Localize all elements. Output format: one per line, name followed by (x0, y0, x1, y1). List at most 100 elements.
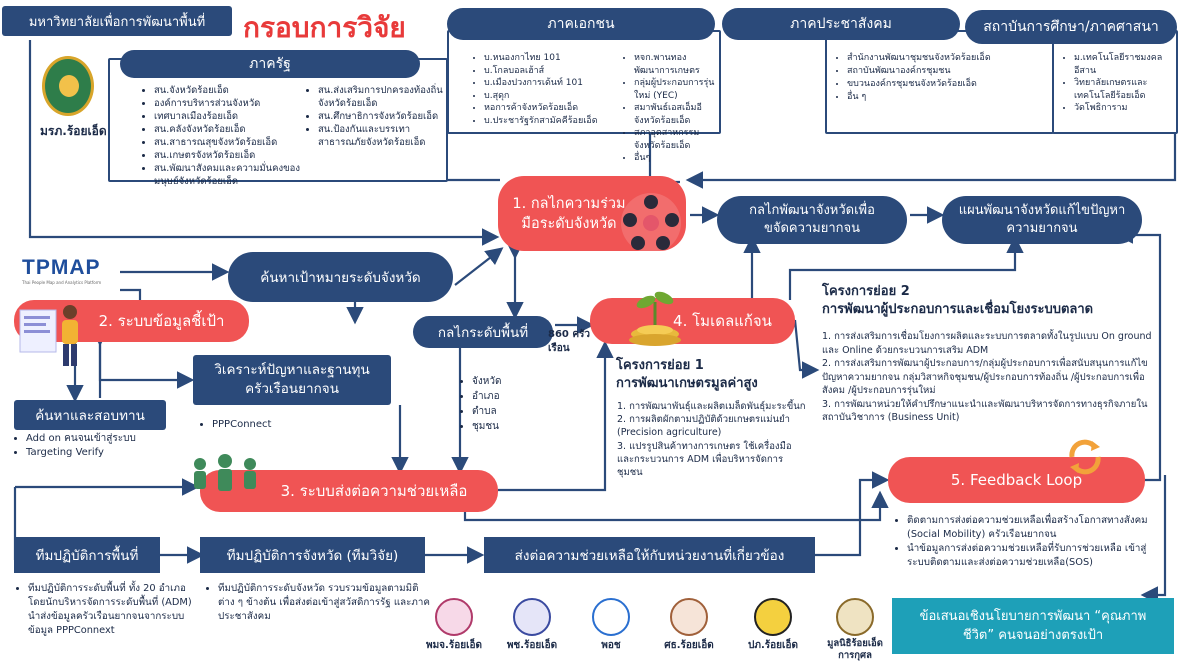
search-verify-label: ค้นหาและสอบทาน (35, 408, 145, 424)
private-item: หอการค้าจังหวัดร้อยเอ็ด (484, 102, 620, 115)
ppp-connect-item: PPPConnect (212, 418, 271, 431)
private-header-label: ภาคเอกชน (547, 16, 615, 32)
handshake-icon (618, 190, 684, 256)
civil-header: ภาคประชาสังคม (722, 8, 960, 40)
university-logo-label: มรภ.ร้อยเอ็ด (40, 124, 107, 138)
seal-icon (435, 598, 473, 636)
private-item: บ.หนองกาไทย 101 (484, 52, 620, 65)
seal-icon (754, 598, 792, 636)
edu-item: ม.เทคโนโลยีราชมงคลอีสาน (1074, 52, 1172, 77)
agency-name: มูลนิธิร้อยเอ็ดการกุศล (827, 638, 883, 661)
edu-header: สถาบันการศึกษา/ภาคศาสนา (965, 10, 1177, 44)
gov-item: สน.ศึกษาธิการจังหวัดร้อยเอ็ด (318, 110, 444, 123)
civil-list: สำนักงานพัฒนาชุมชนจังหวัดร้อยเอ็ด สถาบัน… (833, 52, 1048, 104)
node-1-collaboration: 1. กลไกความร่วมมือระดับจังหวัด (498, 176, 686, 251)
node-area-mechanism: กลไกระดับพื้นที่ (413, 316, 553, 348)
node-policy: ข้อเสนอเชิงนโยบายการพัฒนา “คุณภาพชีวิต” … (892, 598, 1174, 654)
node-analyze: วิเคราะห์ปัญหาและฐานทุนครัวเรือนยากจน (193, 355, 391, 405)
sub1-item: 3. แปรรูปสินค้าทางการเกษตร ใช้เครื่องมือ… (617, 440, 792, 479)
feedback-item: ติดตามการส่งต่อความช่วยเหลือเพื่อสร้างโอ… (907, 514, 1153, 542)
node-poverty-mechanism: กลไกพัฒนาจังหวัดเพื่อขจัดความยากจน (717, 196, 907, 244)
private-item: บ.โกลบอลเฮ้าส์ (484, 65, 620, 78)
sub2-item: 2. การส่งเสริมการพัฒนาผู้ประกอบการ/กลุ่ม… (822, 358, 1148, 396)
agency-logo-4: ศธ.ร้อยเอ็ด (656, 598, 722, 653)
private-item: บ.สุดุก (484, 90, 620, 103)
field-team-item: ทีมปฏิบัติการระดับพื้นที่ ทั้ง 20 อำเภอ … (28, 582, 200, 638)
money-plant-icon (620, 284, 690, 354)
gov-item: สน.สาธารณสุขจังหวัดร้อยเอ็ด (154, 136, 305, 149)
gov-list-col1: สน.จังหวัดร้อยเอ็ด องค์การบริหารส่วนจังห… (140, 84, 305, 188)
tpmap-wordmark: TPMAP (22, 256, 101, 279)
gov-item: องค์การบริหารส่วนจังหวัด (154, 97, 305, 110)
sub2-items: 1. การส่งเสริมการเชื่อมโยงการผลิตและระบบ… (822, 330, 1160, 425)
area-mechanism-label: กลไกระดับพื้นที่ (437, 325, 529, 341)
sub2-title: โครงการย่อย 2 (822, 284, 910, 299)
sub1-item: 1. การพัฒนาพันธุ์และผลิตเมล็ดพันธุ์มะระข… (617, 401, 806, 412)
analyze-label: วิเคราะห์ปัญหาและฐานทุนครัวเรือนยากจน (214, 362, 370, 397)
seal-icon (670, 598, 708, 636)
gov-item: สน.เกษตรจังหวัดร้อยเอ็ด (154, 149, 305, 162)
seal-icon (513, 598, 551, 636)
agency-name: พอช (601, 640, 621, 651)
sub1-item: 2. การผลิตผักตามปฏิบัติด้วยเกษตรแม่นยำ (… (617, 414, 790, 439)
civil-item: อื่น ๆ (847, 91, 1048, 104)
tpmap-logo: TPMAP Thai People Map and Analytics Plat… (22, 256, 122, 285)
private-item: อื่นๆ (634, 152, 720, 165)
seal-icon (592, 598, 630, 636)
area-level-item: จังหวัด (472, 374, 538, 389)
civil-item: ขบวนองค์กรชุมชนจังหวัดร้อยเอ็ด (847, 78, 1048, 91)
provincial-team-bullets: ทีมปฏิบัติการระดับจังหวัด รวบรวมข้อมูลตา… (204, 582, 434, 624)
refresh-cycle-icon (1062, 434, 1108, 480)
area-level-item: ตำบล (472, 404, 538, 419)
node-3-label: 3. ระบบส่งต่อความช่วยเหลือ (280, 482, 468, 500)
provincial-plan-label: แผนพัฒนาจังหวัดแก้ไขปัญหาความยากจน (958, 203, 1126, 236)
sub1-subtitle: การพัฒนาเกษตรมูลค่าสูง (616, 376, 758, 391)
seal-icon (836, 598, 874, 636)
agency-name: ปภ.ร้อยเอ็ด (748, 640, 798, 651)
private-item: สภาอุตสาหกรรมจังหวัดร้อยเอ็ด (634, 127, 720, 152)
node-4-model: 4. โมเดลแก้จน (590, 298, 795, 344)
sub2-item: 3. การพัฒนาหน่วยให้คำปรึกษาแนะนำและพัฒนา… (822, 398, 1148, 424)
sub2-item: 1. การส่งเสริมการเชื่อมโยงการผลิตและระบบ… (822, 331, 1152, 356)
private-header: ภาคเอกชน (447, 8, 715, 40)
refer-agencies-label: ส่งต่อความช่วยเหลือให้กับหน่วยงานที่เกี่… (514, 548, 785, 564)
people-group-icon (188, 452, 262, 502)
university-header: มหาวิทยาลัยเพื่อการพัฒนาพื้นที่ (2, 6, 232, 36)
sub1-items: 1. การพัฒนาพันธุ์และผลิตเมล็ดพันธุ์มะระข… (617, 400, 807, 479)
node-2-label: 2. ระบบข้อมูลชี้เป้า (98, 312, 225, 330)
node-search-target: ค้นหาเป้าหมายระดับจังหวัด (228, 252, 453, 302)
agency-logo-3: พอช (586, 598, 636, 653)
private-item: กลุ่มผู้ประกอบการรุ่นใหม่ (YEC) (634, 77, 720, 102)
field-team-bullets: ทีมปฏิบัติการระดับพื้นที่ ทั้ง 20 อำเภอ … (14, 582, 200, 638)
agency-name: พช.ร้อยเอ็ด (506, 640, 558, 651)
search-verify-bullets: Add on คนจนเข้าสู่ระบบ Targeting Verify (12, 432, 182, 460)
node-1-label: 1. กลไกความร่วมมือระดับจังหวัด (512, 195, 626, 232)
page-title: กรอบการวิจัย (243, 12, 406, 43)
gov-item: สน.พัฒนาสังคมและความมั่นคงของมนุษย์จังหว… (154, 162, 305, 188)
agency-logo-2: พช.ร้อยเอ็ด (502, 598, 562, 653)
gov-item: เทศบาลเมืองร้อยเอ็ด (154, 110, 305, 123)
agency-name: พมจ.ร้อยเอ็ด (426, 640, 482, 651)
gov-item: สน.จังหวัดร้อยเอ็ด (154, 84, 305, 97)
provincial-team-label: ทีมปฏิบัติการจังหวัด (ทีมวิจัย) (226, 548, 399, 564)
agency-logo-1: พมจ.ร้อยเอ็ด (424, 598, 484, 653)
edu-item: วิทยาลัยเกษตรและเทคโนโลยีร้อยเอ็ด (1074, 77, 1172, 102)
gov-list-col2: สน.ส่งเสริมการปกครองท้องถิ่นจังหวัดร้อยเ… (304, 84, 444, 149)
gov-item: สน.คลังจังหวัดร้อยเอ็ด (154, 123, 305, 136)
households-count: 860 ครัวเรือน (548, 329, 591, 354)
private-list-col1: บ.หนองกาไทย 101 บ.โกลบอลเฮ้าส์ บ.เมืองปว… (470, 52, 620, 127)
civil-item: สถาบันพัฒนาองค์กรชุมชน (847, 65, 1048, 78)
agency-name: ศธ.ร้อยเอ็ด (664, 640, 714, 651)
policy-label: ข้อเสนอเชิงนโยบายการพัฒนา “คุณภาพชีวิต” … (919, 609, 1147, 643)
tpmap-tagline: Thai People Map and Analytics Platform (22, 280, 102, 285)
agency-logo-row: พมจ.ร้อยเอ็ด พช.ร้อยเอ็ด พอช ศธ.ร้อยเอ็ด… (424, 598, 888, 662)
node-5-label: 5. Feedback Loop (950, 471, 1083, 489)
area-levels-list: จังหวัด อำเภอ ตำบล ชุมชน (458, 374, 538, 434)
node-4-label: 4. โมเดลแก้จน (673, 312, 772, 330)
node-5-feedback-loop: 5. Feedback Loop (888, 457, 1145, 503)
person-pointer-icon (18, 292, 88, 372)
area-level-item: อำเภอ (472, 389, 538, 404)
node-field-team: ทีมปฏิบัติการพื้นที่ (14, 537, 160, 573)
private-item: สมาพันธ์เอสเอ็มอีจังหวัดร้อยเอ็ด (634, 102, 720, 127)
node-provincial-plan: แผนพัฒนาจังหวัดแก้ไขปัญหาความยากจน (942, 196, 1142, 244)
